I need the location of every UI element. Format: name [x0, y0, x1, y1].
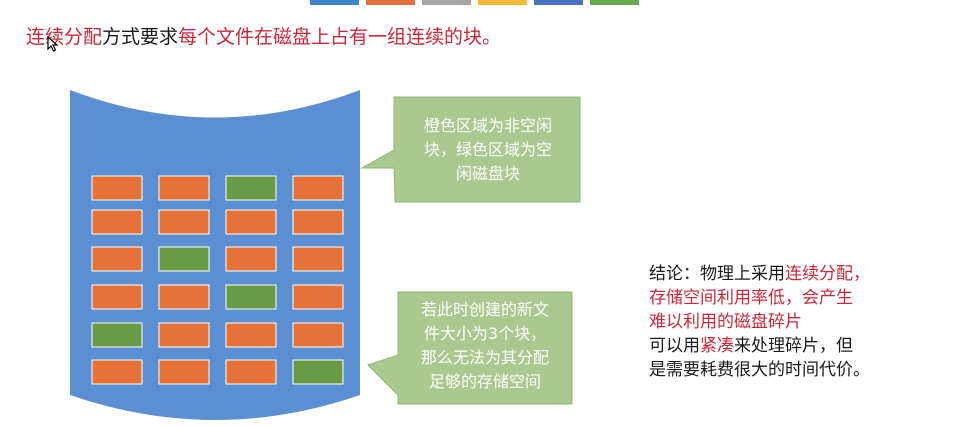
slide-headline: 连续分配方式要求每个文件在磁盘上占有一组连续的块。 [26, 24, 501, 50]
conclusion-text-part: 来处理碎片，但 [734, 336, 853, 356]
conclusion-line: 是需要耗费很大的时间代价。 [649, 360, 870, 380]
header-color-bars [310, 0, 640, 6]
used-disk-block [225, 322, 277, 348]
conclusion-keyword-compact: 紧凑 [700, 336, 734, 356]
used-disk-block [158, 175, 210, 201]
callout-allocation-line: 那么无法为其分配 [420, 348, 549, 367]
callout-legend-line: 橙色区域为非空闲 [423, 116, 552, 135]
used-disk-block [91, 209, 143, 235]
color-bar [590, 0, 639, 5]
used-disk-block [292, 284, 344, 310]
free-disk-block [225, 175, 277, 201]
used-disk-block [225, 209, 277, 235]
used-disk-block [158, 209, 210, 235]
headline-keyword: 连续分配 [26, 26, 103, 48]
free-disk-block [225, 284, 277, 310]
used-disk-block [225, 246, 277, 272]
used-disk-block [292, 246, 344, 272]
conclusion-text: 结论：物理上采用连续分配， 存储空间利用率低，会产生 难以利用的磁盘碎片 可以用… [649, 262, 919, 382]
conclusion-keyword: 连续分配 [785, 264, 853, 284]
conclusion-line: 存储空间利用率低，会产生 [649, 288, 853, 308]
callout-legend-line: 块，绿色区域为空 [423, 140, 552, 159]
color-bar [422, 0, 471, 5]
mouse-cursor-icon [47, 36, 59, 52]
headline-requirement: 每个文件在磁盘上占有一组连续的块。 [178, 26, 502, 48]
headline-middle: 方式要求 [102, 26, 179, 48]
used-disk-block [91, 284, 143, 310]
used-disk-block [158, 359, 210, 385]
color-bar [534, 0, 583, 5]
conclusion-text-part: 可以用 [649, 336, 700, 356]
free-disk-block [292, 359, 344, 385]
free-disk-block [158, 246, 210, 272]
color-bar [310, 0, 359, 5]
used-disk-block [158, 284, 210, 310]
used-disk-block [91, 246, 143, 272]
conclusion-label: 结论：物理上采用 [649, 264, 785, 284]
conclusion-line: 难以利用的磁盘碎片 [649, 312, 802, 332]
free-disk-block [91, 322, 143, 348]
callout-legend-text: 橙色区域为非空闲 块，绿色区域为空 闲磁盘块 [396, 114, 580, 186]
conclusion-comma: ， [853, 264, 870, 284]
used-disk-block [292, 322, 344, 348]
disk-block-grid [91, 175, 344, 385]
callout-allocation-text: 若此时创建的新文 件大小为3个块， 那么无法为其分配 足够的存储空间 [398, 298, 572, 394]
callout-allocation-line: 若此时创建的新文 [420, 300, 549, 319]
color-bar [478, 0, 527, 5]
callout-legend-line: 闲磁盘块 [455, 164, 520, 183]
color-bar [366, 0, 415, 5]
used-disk-block [158, 322, 210, 348]
used-disk-block [91, 359, 143, 385]
used-disk-block [91, 175, 143, 201]
used-disk-block [292, 209, 344, 235]
used-disk-block [292, 175, 344, 201]
callout-allocation-line: 足够的存储空间 [428, 372, 541, 391]
callout-allocation-line: 件大小为3个块， [423, 324, 547, 343]
used-disk-block [225, 359, 277, 385]
